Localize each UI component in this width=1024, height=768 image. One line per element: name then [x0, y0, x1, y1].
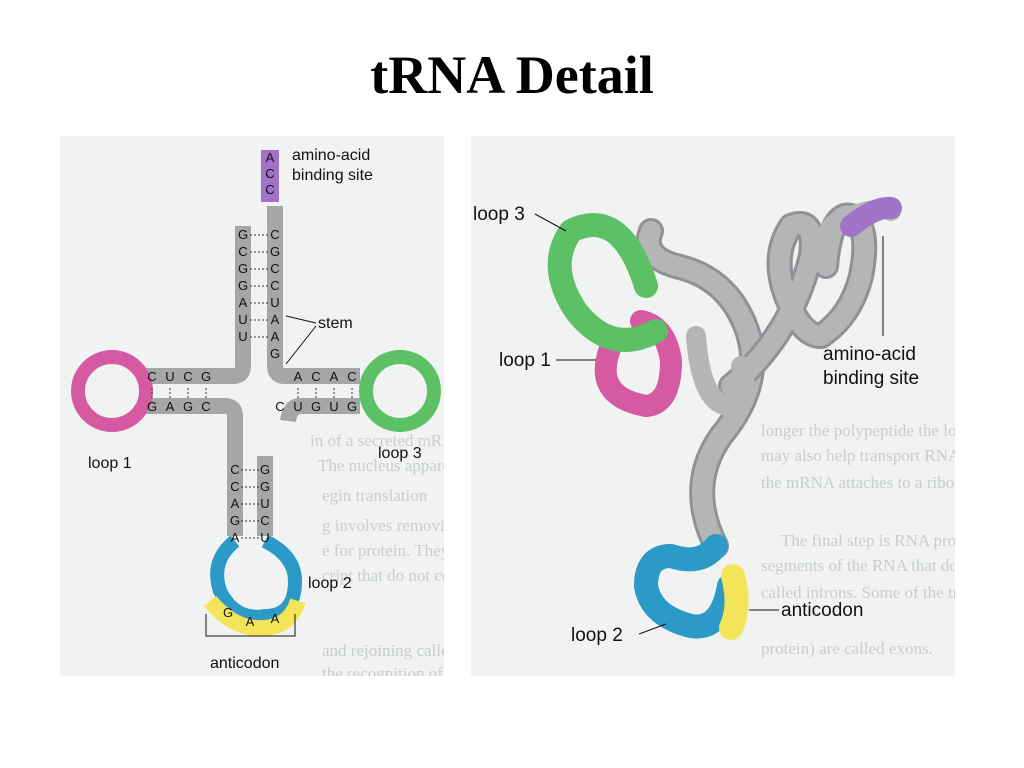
base-letter: G: [270, 244, 280, 259]
label-leader-lines: [205, 315, 317, 637]
base-letter: U: [238, 329, 247, 344]
base-letter: C: [265, 182, 274, 197]
anticodon-band: [203, 595, 306, 637]
base-letter: A: [271, 329, 280, 344]
base-letter: U: [165, 369, 174, 384]
base-letter: A: [166, 399, 175, 414]
base-letter: A: [246, 614, 255, 629]
amino-acid-label-line1: amino-acid: [823, 344, 916, 365]
base-letter: C: [311, 369, 320, 384]
base-letter: A: [231, 496, 240, 511]
tube-body: [686, 326, 755, 416]
amino-acid-label-line2: binding site: [292, 167, 373, 184]
base-letter: C: [260, 513, 269, 528]
base-letter: U: [329, 399, 338, 414]
base-letter: A: [294, 369, 303, 384]
anticodon-tube: [719, 564, 749, 640]
base-letter: U: [270, 295, 279, 310]
base-letter: G: [347, 399, 357, 414]
base-letter: G: [311, 399, 321, 414]
loop2-ring: [210, 534, 303, 624]
ribbon-panel: longer the polypeptide the longer the li…: [471, 136, 955, 676]
base-letter: C: [147, 369, 156, 384]
base-letter: U: [260, 530, 269, 545]
base-letter: C: [270, 227, 279, 242]
amino-acid-tip: [840, 196, 902, 237]
base-letter: A: [330, 369, 339, 384]
base-letter: G: [147, 399, 157, 414]
amino-acid-label-line2: binding site: [823, 368, 919, 389]
base-letter: A: [271, 611, 280, 626]
tube-body: [638, 221, 763, 556]
base-letter: C: [183, 369, 192, 384]
base-letter: C: [347, 369, 356, 384]
slide-title: tRNA Detail: [370, 45, 654, 105]
amino-acid-tip: [261, 150, 279, 202]
base-letter: U: [260, 496, 269, 511]
base-letter: G: [201, 369, 211, 384]
base-letter: U: [293, 399, 302, 414]
base-letter: G: [183, 399, 193, 414]
loop2-tube: [634, 534, 741, 639]
base-letter: A: [231, 530, 240, 545]
base-letter: C: [230, 462, 239, 477]
anticodon-label: anticodon: [210, 655, 279, 672]
label-leader-lines: [534, 213, 884, 635]
base-letter: C: [275, 399, 284, 414]
base-pair-dashes: [151, 234, 353, 539]
base-letter: G: [238, 227, 248, 242]
base-letter: A: [266, 150, 275, 165]
base-letter: G: [270, 346, 280, 361]
loop1-label: loop 1: [88, 455, 132, 472]
stem-label: stem: [318, 315, 353, 332]
loop2-label: loop 2: [308, 575, 352, 592]
base-letter: G: [238, 261, 248, 276]
base-letter: G: [223, 605, 233, 620]
base-letter: A: [239, 295, 248, 310]
loop3-label: loop 3: [473, 204, 525, 225]
base-letter: G: [260, 479, 270, 494]
base-letter: G: [260, 462, 270, 477]
cloverleaf-panel: in of a secreted mRNA The nucleus appare…: [60, 136, 444, 676]
base-letter: U: [238, 312, 247, 327]
base-letter: C: [270, 261, 279, 276]
stem-backbone: [140, 206, 360, 536]
loop1-ring: [71, 350, 153, 432]
base-letter: C: [201, 399, 210, 414]
base-letter: A: [271, 312, 280, 327]
base-letter: G: [238, 278, 248, 293]
base-letter: C: [270, 278, 279, 293]
loop3-label: loop 3: [378, 445, 422, 462]
loop1-label: loop 1: [499, 350, 551, 371]
base-letter: C: [238, 244, 247, 259]
base-letter: C: [265, 166, 274, 181]
loop3-tube: [547, 213, 668, 352]
base-letter: C: [230, 479, 239, 494]
loop3-ring: [359, 350, 441, 432]
amino-acid-label-line1: amino-acid: [292, 147, 370, 164]
anticodon-label: anticodon: [781, 600, 863, 621]
loop2-label: loop 2: [571, 625, 623, 646]
base-letter: G: [230, 513, 240, 528]
